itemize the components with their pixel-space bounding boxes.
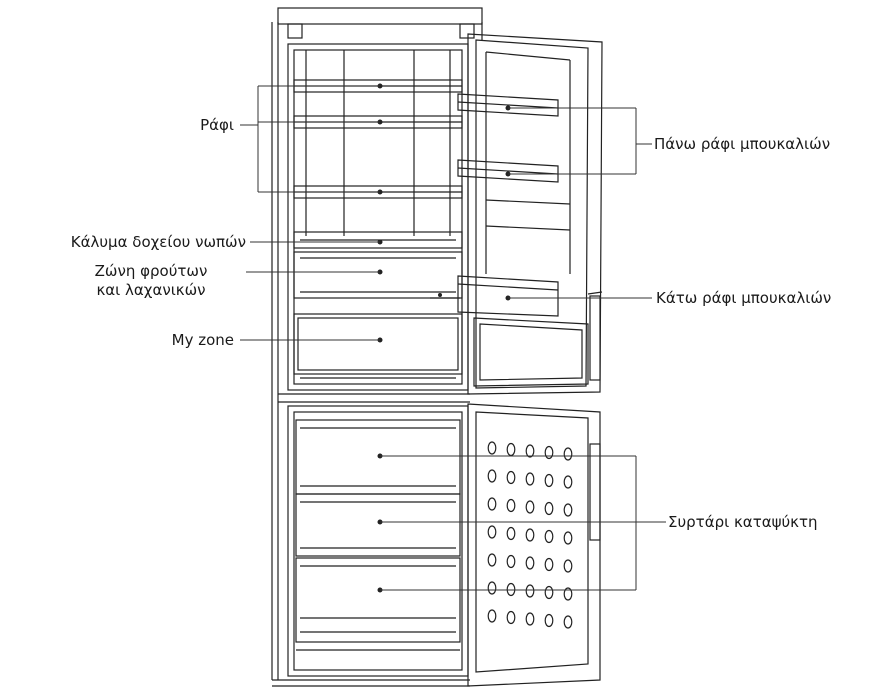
ice-cube-mark (487, 441, 497, 455)
ice-cube-mark (544, 613, 554, 628)
fridge-door (467, 33, 603, 395)
marker-dots (377, 83, 511, 593)
freezer-drawer-2 (295, 493, 461, 557)
door-lower-compartment (473, 317, 589, 387)
ice-cube-mark (544, 529, 554, 544)
ice-cube-mark (525, 612, 535, 626)
ice-cube-mark (563, 503, 573, 517)
label-shelf: Ράφι (200, 116, 234, 134)
ice-cube-mark (544, 445, 554, 460)
freezer-drawer-3 (295, 557, 461, 643)
ice-cube-mark (487, 609, 497, 623)
label-crisper-cover: Κάλυμα δοχείου νωπών (70, 233, 246, 251)
ice-cube-mark (506, 470, 516, 485)
upper-bottle-shelf-1 (457, 93, 559, 117)
ice-cube-mark (563, 475, 573, 489)
ice-cube-mark (525, 528, 535, 542)
freezer-compartment (287, 405, 469, 677)
compartment-divider (278, 393, 470, 403)
ice-cube-mark (544, 557, 554, 572)
ice-cube-mark (487, 469, 497, 483)
top-hinge (277, 7, 483, 39)
label-fruit-veg-line2: και λαχανικών (96, 281, 206, 299)
ice-cube-mark (544, 501, 554, 516)
label-freezer-drawer: Συρτάρι καταψύκτη (668, 513, 818, 531)
ice-cube-mark (506, 610, 516, 625)
ice-cube-mark (563, 447, 573, 461)
ice-cube-mark (563, 587, 573, 601)
freezer-door-ice-pattern (487, 441, 573, 629)
ice-cube-mark (487, 525, 497, 539)
fruit-veg-drawer (293, 251, 463, 299)
ice-cube-mark (525, 556, 535, 570)
ice-cube-mark (525, 500, 535, 514)
label-my-zone: My zone (171, 331, 234, 349)
lower-bottle-shelf (457, 275, 559, 317)
ice-cube-mark (506, 554, 516, 569)
my-zone-drawer (293, 313, 463, 379)
label-lower-bottle-shelf: Κάτω ράφι μπουκαλιών (656, 289, 832, 307)
ice-cube-mark (525, 472, 535, 486)
ice-cube-mark (544, 473, 554, 488)
crisper-cover (293, 231, 463, 249)
label-fruit-veg-line1: Ζώνη φρούτων (94, 262, 208, 280)
label-upper-bottle-shelf: Πάνω ράφι μπουκαλιών (654, 135, 831, 153)
ice-cube-mark (487, 497, 497, 511)
ice-cube-mark (525, 584, 535, 598)
ice-cube-mark (506, 442, 516, 457)
ice-cube-mark (506, 498, 516, 513)
ice-cube-mark (563, 531, 573, 545)
ice-cube-mark (563, 615, 573, 629)
ice-cube-mark (487, 581, 497, 595)
ice-cube-mark (487, 553, 497, 567)
ice-cube-mark (525, 444, 535, 458)
upper-bottle-shelf-2 (457, 159, 559, 183)
ice-cube-mark (544, 585, 554, 600)
ice-cube-mark (506, 526, 516, 541)
fridge-compartment (287, 43, 469, 391)
leader-lines (240, 85, 666, 591)
cabinet (271, 22, 483, 687)
freezer-door (467, 403, 601, 687)
ice-cube-mark (563, 559, 573, 573)
